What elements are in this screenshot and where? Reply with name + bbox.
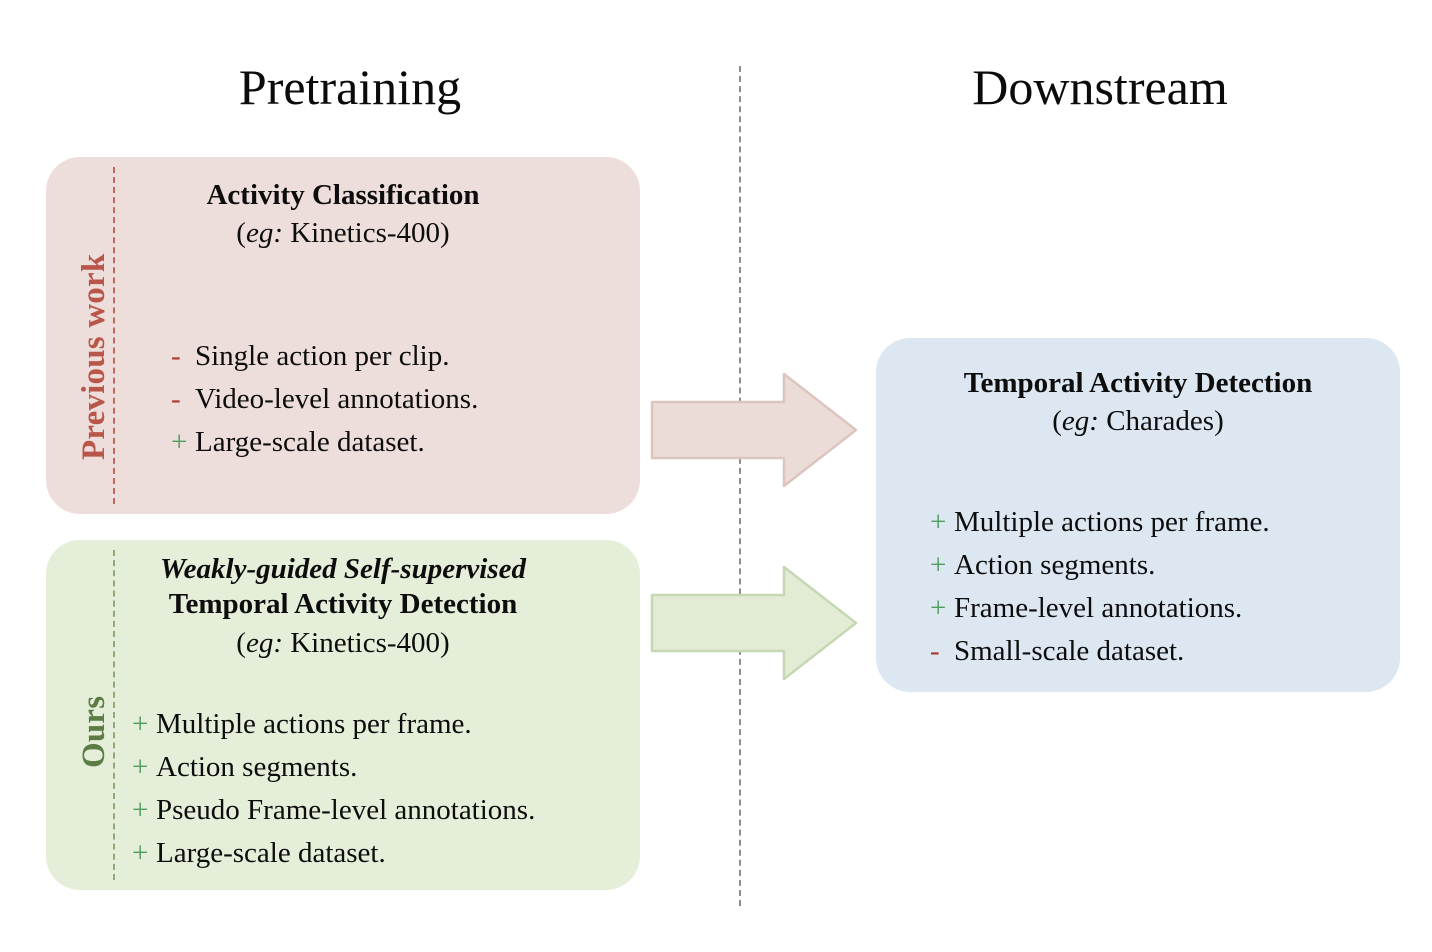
list-item: +Frame-level annotations. (930, 587, 1270, 630)
bullet-text: Action segments. (954, 548, 1156, 581)
list-item: +Large-scale dataset. (132, 832, 535, 875)
column-header-pretraining: Pretraining (238, 59, 462, 115)
bullet-text: Action segments. (156, 750, 358, 783)
bullet-text: Large-scale dataset. (195, 425, 425, 458)
subtitle-dataset: Kinetics-400) (282, 217, 450, 249)
list-item: +Action segments. (132, 746, 535, 789)
panel-previous-bullet-list: -Single action per clip. -Video-level an… (171, 335, 478, 464)
panel-downstream: Temporal Activity Detection (eg: Charade… (876, 338, 1400, 692)
panel-ours-subtitle: (eg: Kinetics-400) (46, 626, 640, 661)
panel-ours: Weakly-guided Self-supervised Temporal A… (46, 540, 640, 890)
minus-icon: - (171, 382, 181, 415)
bullet-text: Frame-level annotations. (954, 591, 1243, 624)
bullet-text: Multiple actions per frame. (156, 708, 472, 740)
bullet-text: Multiple actions per frame. (954, 506, 1270, 538)
plus-icon: + (132, 793, 149, 826)
subtitle-dataset: Charades) (1098, 405, 1224, 437)
center-divider (739, 66, 741, 906)
plus-icon: + (930, 506, 947, 538)
bullet-text: Small-scale dataset. (954, 634, 1185, 667)
panel-previous-subtitle: (eg: Kinetics-400) (46, 216, 640, 251)
bullet-text: Video-level annotations. (195, 382, 479, 415)
subtitle-open-paren: ( (236, 217, 246, 249)
panel-ours-title-line2: Temporal Activity Detection (168, 588, 518, 621)
subtitle-eg: eg: (1061, 405, 1099, 437)
list-item: +Multiple actions per frame. (930, 501, 1270, 544)
panel-ours-title-line1: Weakly-guided Self-supervised (160, 553, 526, 585)
list-item: -Video-level annotations. (171, 378, 478, 421)
plus-icon: + (132, 750, 149, 783)
plus-icon: + (132, 708, 149, 740)
bullet-text: Large-scale dataset. (156, 836, 386, 869)
list-item: +Multiple actions per frame. (132, 703, 535, 746)
panel-previous-work: Activity Classification (eg: Kinetics-40… (46, 157, 640, 514)
list-item: -Single action per clip. (171, 335, 478, 378)
panel-downstream-title: Temporal Activity Detection (963, 367, 1313, 399)
plus-icon: + (930, 548, 947, 581)
subtitle-dataset: Kinetics-400) (282, 627, 450, 659)
panel-ours-bullet-list: +Multiple actions per frame. +Action seg… (132, 703, 535, 875)
list-item: +Pseudo Frame-level annotations. (132, 789, 535, 832)
subtitle-eg: eg: (245, 627, 283, 659)
list-item: +Large-scale dataset. (171, 421, 478, 464)
panel-previous-title: Activity Classification (206, 179, 480, 211)
panel-downstream-bullet-list: +Multiple actions per frame. +Action seg… (930, 501, 1270, 673)
minus-icon: - (930, 634, 940, 667)
panel-inner-divider-previous (113, 167, 115, 504)
arrow-right-icon-previous-to-downstream (650, 372, 858, 488)
panel-ours-title: Weakly-guided Self-supervised Temporal A… (46, 552, 640, 623)
bullet-text: Single action per clip. (195, 340, 450, 372)
list-item: +Action segments. (930, 544, 1270, 587)
column-header-downstream: Downstream (972, 59, 1228, 115)
minus-icon: - (171, 340, 181, 372)
plus-icon: + (171, 425, 188, 458)
subtitle-eg: eg: (245, 217, 283, 249)
side-label-previous-work: Previous work (76, 253, 112, 460)
bullet-text: Pseudo Frame-level annotations. (156, 793, 536, 826)
plus-icon: + (132, 836, 149, 869)
subtitle-open-paren: ( (236, 627, 246, 659)
arrow-right-icon-ours-to-downstream (650, 565, 858, 681)
plus-icon: + (930, 591, 947, 624)
panel-downstream-subtitle: (eg: Charades) (876, 404, 1400, 439)
list-item: -Small-scale dataset. (930, 630, 1270, 673)
side-label-ours: Ours (76, 695, 112, 768)
panel-inner-divider-ours (113, 550, 115, 880)
subtitle-open-paren: ( (1052, 405, 1062, 437)
